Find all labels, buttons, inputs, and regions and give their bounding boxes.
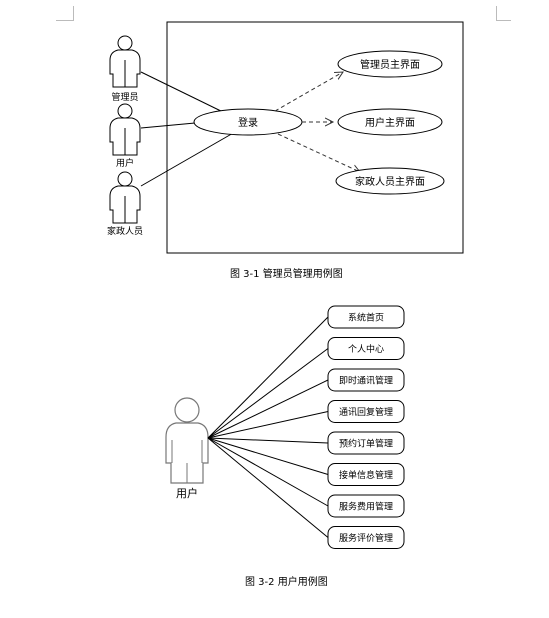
association-line xyxy=(207,411,329,439)
actor-user xyxy=(109,103,141,156)
actor-admin-label: 管理员 xyxy=(111,91,138,103)
crop-mark-top-left xyxy=(56,6,74,21)
actor-housekeeper xyxy=(109,171,141,224)
association-user-login xyxy=(140,122,196,129)
association-line xyxy=(207,316,329,439)
admin-usecase-diagram: 管理员 用户 家政人员 登录 管理员主界面 用户主界面 xyxy=(107,21,464,254)
actor-user-large xyxy=(165,397,209,484)
usecase-box-label: 预约订单管理 xyxy=(339,438,393,450)
actor-housekeeper-label: 家政人员 xyxy=(107,225,143,237)
usecase-box-label: 个人中心 xyxy=(348,343,384,355)
association-line xyxy=(207,437,329,507)
usecase-box-label: 服务评价管理 xyxy=(339,532,393,544)
association-housekeeper-login xyxy=(140,131,236,187)
usecase-housekeeper-main xyxy=(335,167,445,195)
association-line xyxy=(207,437,329,538)
usecase-box xyxy=(327,494,405,518)
usecase-box xyxy=(327,337,405,360)
actor-user-label: 用户 xyxy=(116,157,134,169)
association-line xyxy=(207,437,329,444)
usecase-box-label: 通讯回复管理 xyxy=(339,406,393,418)
user-usecase-diagram: 用户 系统首页个人中心即时通讯管理通讯回复管理预约订单管理接单信息管理服务费用管… xyxy=(165,305,405,549)
usecase-box xyxy=(327,305,405,329)
usecase-box-label: 接单信息管理 xyxy=(339,469,393,481)
association-line xyxy=(207,348,329,439)
usecase-box-label: 即时通讯管理 xyxy=(339,375,393,387)
association-line xyxy=(207,379,329,439)
association-admin-login xyxy=(140,71,226,114)
usecase-box-label: 服务费用管理 xyxy=(339,501,393,513)
usecase-user-main-label: 用户主界面 xyxy=(365,116,415,129)
association-line xyxy=(207,437,329,475)
include-arrow-admin-main xyxy=(274,72,343,112)
usecase-user-main xyxy=(337,108,443,136)
usecase-box xyxy=(327,463,405,486)
actor-admin xyxy=(109,35,141,88)
usecase-login-label: 登录 xyxy=(238,116,258,129)
usecase-box xyxy=(327,526,405,549)
actor-user-large-label: 用户 xyxy=(176,486,198,500)
usecase-housekeeper-main-label: 家政人员主界面 xyxy=(355,175,425,188)
usecase-admin-main xyxy=(337,50,443,78)
usecase-box xyxy=(327,431,405,455)
usecase-box xyxy=(327,368,405,392)
crop-mark-top-right xyxy=(496,6,511,21)
include-arrow-housekeeper-main xyxy=(277,133,360,172)
usecase-box xyxy=(327,400,405,423)
usecase-admin-main-label: 管理员主界面 xyxy=(360,58,420,71)
usecase-box-label: 系统首页 xyxy=(348,312,384,324)
figure2-caption: 图 3-2 用户用例图 xyxy=(245,577,328,588)
figure1-caption: 图 3-1 管理员管理用例图 xyxy=(230,269,343,280)
system-boundary xyxy=(166,21,464,254)
